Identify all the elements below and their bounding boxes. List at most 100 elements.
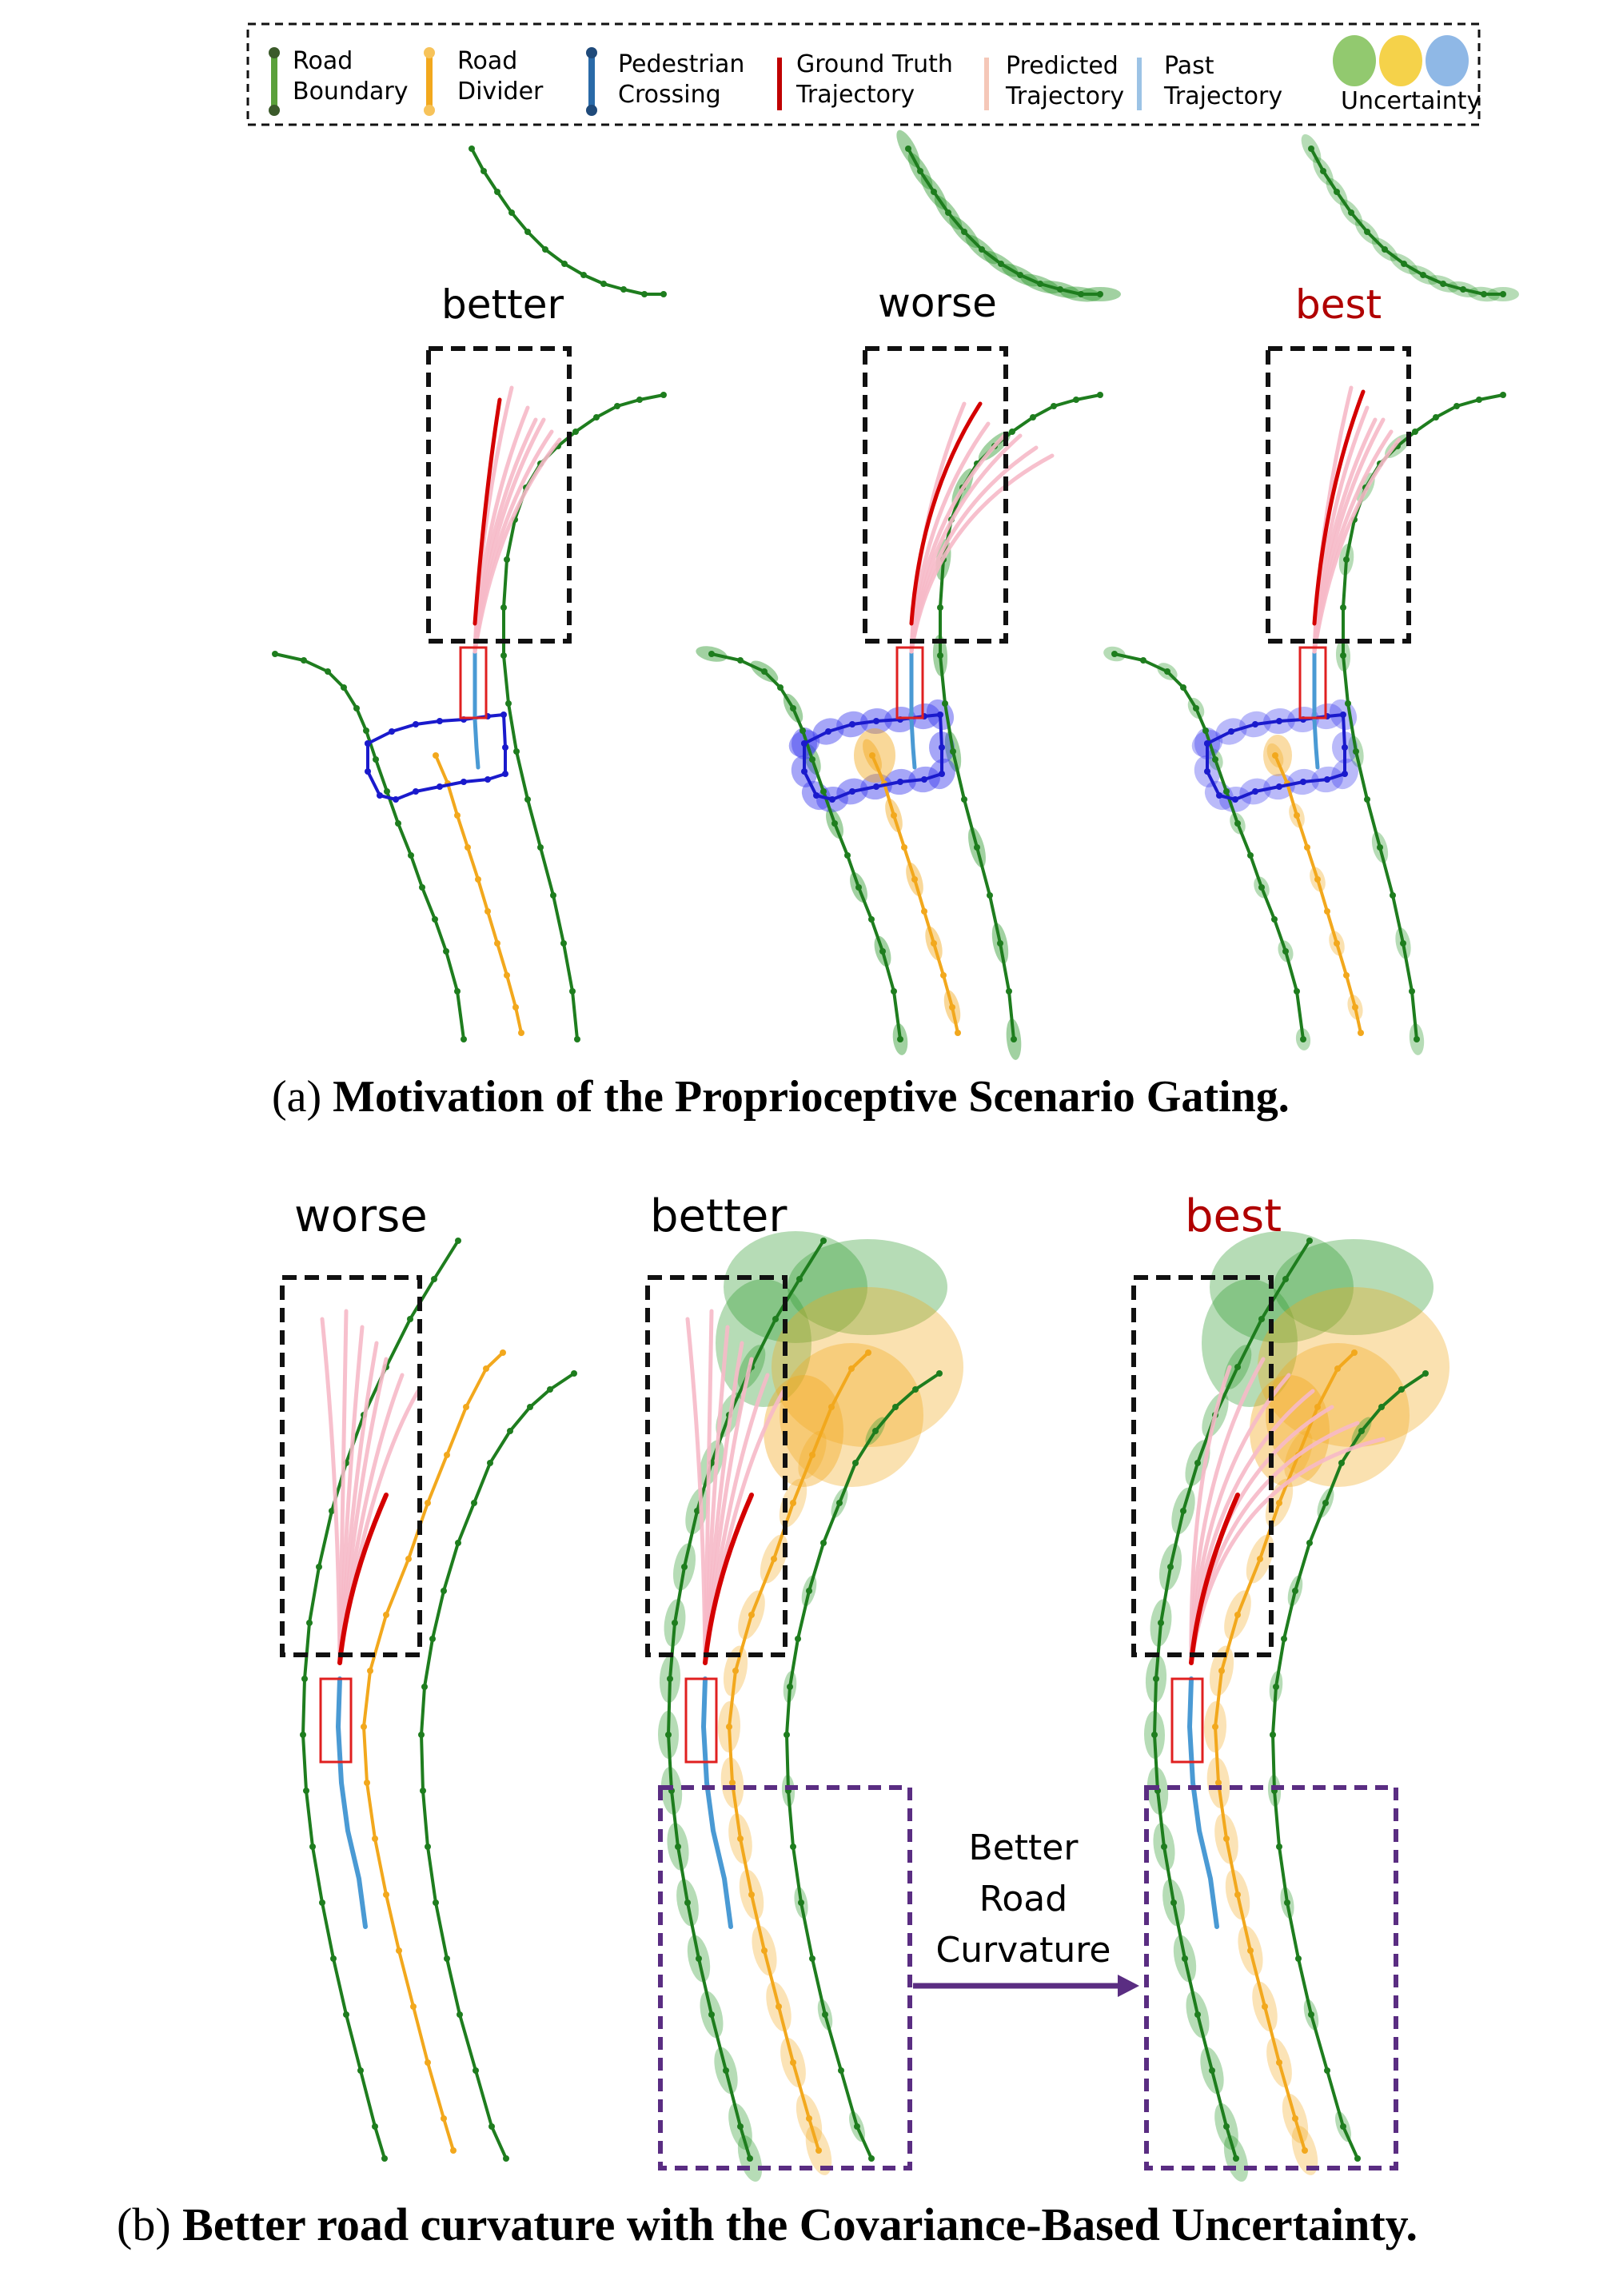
road-boundary-node bbox=[1295, 1955, 1302, 1962]
road-boundary-node bbox=[1223, 788, 1230, 795]
road-boundary-node bbox=[809, 1955, 815, 1962]
ego-vehicle-box bbox=[1170, 1677, 1204, 1764]
pedestrian-crossing-node bbox=[1252, 788, 1258, 795]
road-divider-node bbox=[869, 752, 875, 759]
road-divider-node bbox=[865, 1349, 871, 1356]
legend-pedestrian-crossing-line2: Crossing bbox=[618, 81, 721, 109]
scene-a-panel-better bbox=[272, 145, 667, 1042]
road-divider-node bbox=[949, 1004, 955, 1010]
road-boundary-node bbox=[836, 1500, 843, 1506]
road-boundary-node bbox=[1234, 1364, 1241, 1370]
road-boundary-node bbox=[572, 429, 579, 435]
road-boundary-node bbox=[1364, 229, 1370, 235]
road-boundary-node bbox=[1454, 403, 1460, 409]
pedestrian-crossing-node bbox=[1228, 728, 1234, 735]
road-boundary-node bbox=[1209, 2067, 1215, 2074]
uncertainty-yellow-swatch bbox=[1379, 35, 1422, 86]
road-divider-node bbox=[1218, 1668, 1225, 1674]
ego-vehicle-box bbox=[1298, 646, 1327, 719]
road-boundary-node bbox=[997, 940, 1003, 947]
road-boundary-node bbox=[784, 1732, 790, 1738]
road-boundary-node bbox=[1320, 168, 1326, 174]
road-divider bbox=[434, 754, 523, 1034]
road-divider-node bbox=[444, 1452, 450, 1458]
road-boundary-node bbox=[737, 657, 744, 664]
past-trajectory bbox=[701, 1676, 733, 1929]
road-divider-node bbox=[1292, 2115, 1298, 2122]
road-divider-node bbox=[776, 2003, 782, 2010]
road-divider bbox=[871, 754, 959, 1034]
legend-uncertainty: Uncertainty bbox=[1333, 35, 1481, 115]
road-boundary-node bbox=[937, 604, 943, 611]
focus-box bbox=[645, 1275, 788, 1657]
road-boundary bbox=[420, 1372, 576, 2160]
road-boundary-node bbox=[1017, 272, 1023, 278]
road-boundary-node bbox=[737, 2123, 744, 2130]
road-divider-node bbox=[518, 1030, 524, 1036]
road-boundary-node bbox=[892, 1404, 899, 1410]
road-boundary-node bbox=[547, 1386, 553, 1393]
ego-vehicle-box bbox=[319, 1677, 353, 1764]
road-boundary-node bbox=[879, 948, 886, 955]
road-divider-node bbox=[405, 1556, 412, 1562]
predicted-trajectory bbox=[909, 453, 1055, 654]
road-boundary bbox=[1310, 147, 1505, 296]
pedestrian-crossing-node bbox=[813, 792, 819, 799]
part-b-scenes bbox=[280, 1231, 1450, 2182]
focus-box bbox=[280, 1275, 422, 1657]
legend-road-divider-line2: Divider bbox=[457, 78, 544, 106]
pedestrian-crossing-node bbox=[921, 776, 927, 783]
road-boundary-node bbox=[303, 1788, 309, 1794]
uncertainty-blue-swatch bbox=[1426, 35, 1469, 86]
road-boundary-node bbox=[1460, 286, 1466, 293]
past-trajectory bbox=[1312, 649, 1320, 770]
road-boundary-node bbox=[1180, 1508, 1186, 1514]
road-boundary-node bbox=[384, 788, 390, 795]
road-divider-node bbox=[1294, 812, 1300, 819]
road-boundary-node bbox=[660, 392, 667, 398]
road-boundary-node bbox=[1308, 2011, 1314, 2018]
road-divider-node bbox=[771, 1556, 777, 1562]
road-divider-node bbox=[790, 2059, 796, 2066]
pedestrian-crossing-node bbox=[897, 779, 903, 785]
road-divider-node bbox=[806, 2115, 812, 2122]
pedestrian-crossing-node bbox=[1342, 744, 1348, 751]
road-boundary-node bbox=[1270, 1732, 1276, 1738]
road-boundary-node bbox=[561, 261, 568, 267]
road-boundary-node bbox=[708, 2011, 715, 2018]
road-boundary-node bbox=[987, 892, 993, 899]
road-boundary-node bbox=[1180, 684, 1186, 691]
pedestrian-crossing-node bbox=[1342, 771, 1348, 777]
pedestrian-crossing-node bbox=[937, 712, 943, 718]
road-boundary-node bbox=[444, 1955, 450, 1962]
road-boundary-node bbox=[636, 397, 643, 403]
road-boundary-node bbox=[1194, 2011, 1201, 2018]
road-boundary-node bbox=[1378, 1404, 1385, 1410]
road-divider-node bbox=[1276, 2059, 1282, 2066]
pedestrian-crossing-node bbox=[1216, 792, 1222, 799]
focus-box bbox=[1266, 346, 1411, 644]
road-boundary-node bbox=[1340, 604, 1346, 611]
road-boundary-node bbox=[504, 556, 510, 563]
pedestrian-crossing-node bbox=[939, 744, 945, 751]
arrow-text-line3: Curvature bbox=[935, 1930, 1111, 1971]
road-boundary bbox=[785, 1372, 941, 2160]
pedestrian-crossing-node bbox=[377, 792, 383, 799]
road-boundary-node bbox=[1398, 1386, 1405, 1393]
road-boundary-node bbox=[443, 948, 449, 955]
pedestrian-crossing-node bbox=[389, 728, 395, 735]
past-trajectory bbox=[1187, 1676, 1219, 1929]
road-boundary-node bbox=[433, 1899, 439, 1906]
road-divider bbox=[362, 1351, 504, 2152]
caption-b: (b) Better road curvature with the Covar… bbox=[117, 2198, 1418, 2250]
road-boundary-node bbox=[527, 1404, 533, 1410]
road-boundary-node bbox=[806, 1588, 812, 1594]
ground-truth-trajectory bbox=[337, 1493, 389, 1665]
road-divider-node bbox=[410, 2003, 417, 2010]
road-boundary-node bbox=[820, 1540, 827, 1546]
past-trajectory bbox=[473, 649, 481, 770]
road-boundary-node bbox=[580, 272, 587, 278]
pedestrian-crossing-node bbox=[1276, 718, 1282, 724]
road-divider-node bbox=[1352, 1004, 1358, 1010]
road-boundary-node bbox=[471, 1500, 477, 1506]
